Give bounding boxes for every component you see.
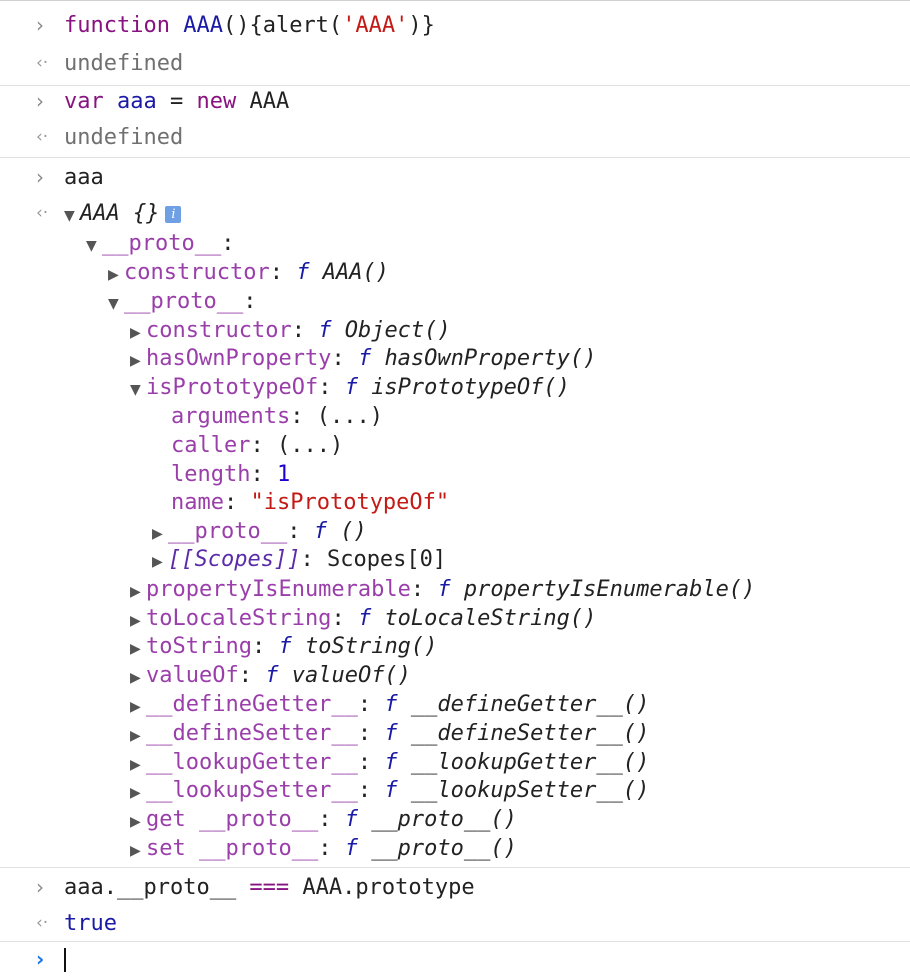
entry-separator xyxy=(0,85,910,86)
console-input-line[interactable]: var aaa = new AAA xyxy=(64,89,290,114)
tree-row-length: length: 1 xyxy=(171,462,291,487)
collapse-triangle-icon[interactable]: ▶ xyxy=(130,613,141,629)
console-input-line[interactable]: aaa xyxy=(64,165,104,190)
active-prompt-icon: › xyxy=(36,947,45,971)
keyword-new: new xyxy=(196,89,237,114)
info-icon[interactable]: i xyxy=(165,205,182,223)
collapse-triangle-icon[interactable]: ▶ xyxy=(130,728,141,744)
tree-row-item[interactable]: ▶toLocaleString: f toLocaleString() xyxy=(130,604,596,633)
tree-row-item[interactable]: ▶hasOwnProperty: f hasOwnProperty() xyxy=(130,344,596,373)
collapse-triangle-icon[interactable]: ▶ xyxy=(130,757,141,773)
tree-row-item[interactable]: ▶set __proto__: f __proto__() xyxy=(130,834,517,863)
collapse-triangle-icon[interactable]: ▶ xyxy=(108,267,119,283)
console-top-border xyxy=(0,0,910,5)
tree-row-fn-proto[interactable]: ▶__proto__: f () xyxy=(152,517,367,546)
output-prompt-icon: ‹· xyxy=(36,127,49,147)
collapse-triangle-icon[interactable]: ▶ xyxy=(130,785,141,801)
tree-row-item[interactable]: ▶__defineGetter__: f __defineGetter__() xyxy=(130,690,649,719)
collapse-triangle-icon[interactable]: ▶ xyxy=(152,526,163,542)
text-cursor xyxy=(64,948,66,972)
input-prompt-icon: › xyxy=(36,165,44,189)
tree-row-item[interactable]: ▶toString: f toString() xyxy=(130,632,437,661)
collapse-triangle-icon[interactable]: ▶ xyxy=(152,554,163,570)
tree-row-item[interactable]: ▶get __proto__: f __proto__() xyxy=(130,805,517,834)
tree-row-item[interactable]: ▶propertyIsEnumerable: f propertyIsEnume… xyxy=(130,575,755,604)
input-prompt-icon: › xyxy=(36,875,44,899)
tree-row-scopes[interactable]: ▶[[Scopes]]: Scopes[0] xyxy=(152,545,446,574)
tree-row-item[interactable]: ▶constructor: f Object() xyxy=(130,316,451,345)
collapse-triangle-icon[interactable]: ▶ xyxy=(130,843,141,859)
string-literal: 'AAA' xyxy=(342,13,409,38)
expand-triangle-icon[interactable]: ▼ xyxy=(130,382,141,398)
tree-row-item[interactable]: ▶__lookupSetter__: f __lookupSetter__() xyxy=(130,776,649,805)
expand-triangle-icon[interactable]: ▼ xyxy=(86,238,97,254)
object-root-row[interactable]: ▼ AAA {} i xyxy=(64,199,182,228)
output-prompt-icon: ‹· xyxy=(36,203,49,223)
tree-row-arguments[interactable]: arguments: (...) xyxy=(171,404,383,429)
expand-triangle-icon[interactable]: ▼ xyxy=(108,296,119,312)
tree-row-name: name: "isPrototypeOf" xyxy=(171,490,450,515)
console-output-line: true xyxy=(64,911,117,936)
expand-triangle-icon[interactable]: ▼ xyxy=(64,208,75,224)
entry-separator xyxy=(0,941,910,942)
tree-row-item[interactable]: ▶valueOf: f valueOf() xyxy=(130,661,411,690)
tree-row-item[interactable]: ▶__lookupGetter__: f __lookupGetter__() xyxy=(130,748,649,777)
collapse-triangle-icon[interactable]: ▶ xyxy=(130,325,141,341)
variable-name: aaa xyxy=(117,89,157,114)
keyword-function: function xyxy=(64,13,170,38)
tree-row-proto[interactable]: ▼__proto__: xyxy=(86,229,234,258)
output-prompt-icon: ‹· xyxy=(36,53,49,73)
strict-equals-operator: === xyxy=(236,875,303,900)
collapse-triangle-icon[interactable]: ▶ xyxy=(130,584,141,600)
tree-row-inner-proto[interactable]: ▼__proto__: xyxy=(108,287,256,316)
input-prompt-icon: › xyxy=(36,89,44,113)
input-prompt-icon: › xyxy=(36,13,44,37)
console-output-line: undefined xyxy=(64,125,184,150)
tree-row-item[interactable]: ▶__defineSetter__: f __defineSetter__() xyxy=(130,719,649,748)
collapse-triangle-icon[interactable]: ▶ xyxy=(130,699,141,715)
tree-row-item-expanded[interactable]: ▼isPrototypeOf: f isPrototypeOf() xyxy=(130,373,570,402)
function-name: AAA xyxy=(183,13,223,38)
console-prompt-input[interactable] xyxy=(64,945,884,974)
console-output-line: undefined xyxy=(64,51,184,76)
collapse-triangle-icon[interactable]: ▶ xyxy=(130,814,141,830)
entry-separator xyxy=(0,867,910,868)
collapse-triangle-icon[interactable]: ▶ xyxy=(130,641,141,657)
console-input-line[interactable]: aaa.__proto__ === AAA.prototype xyxy=(64,875,475,900)
console-input-line[interactable]: function AAA(){alert('AAA')} xyxy=(64,13,435,38)
entry-separator xyxy=(0,157,910,158)
collapse-triangle-icon[interactable]: ▶ xyxy=(130,670,141,686)
keyword-var: var xyxy=(64,89,104,114)
object-preview: AAA {} xyxy=(80,201,160,226)
tree-row-constructor[interactable]: ▶constructor: f AAA() xyxy=(108,258,389,287)
tree-row-caller[interactable]: caller: (...) xyxy=(171,433,344,458)
collapse-triangle-icon[interactable]: ▶ xyxy=(130,353,141,369)
output-prompt-icon: ‹· xyxy=(36,913,49,933)
